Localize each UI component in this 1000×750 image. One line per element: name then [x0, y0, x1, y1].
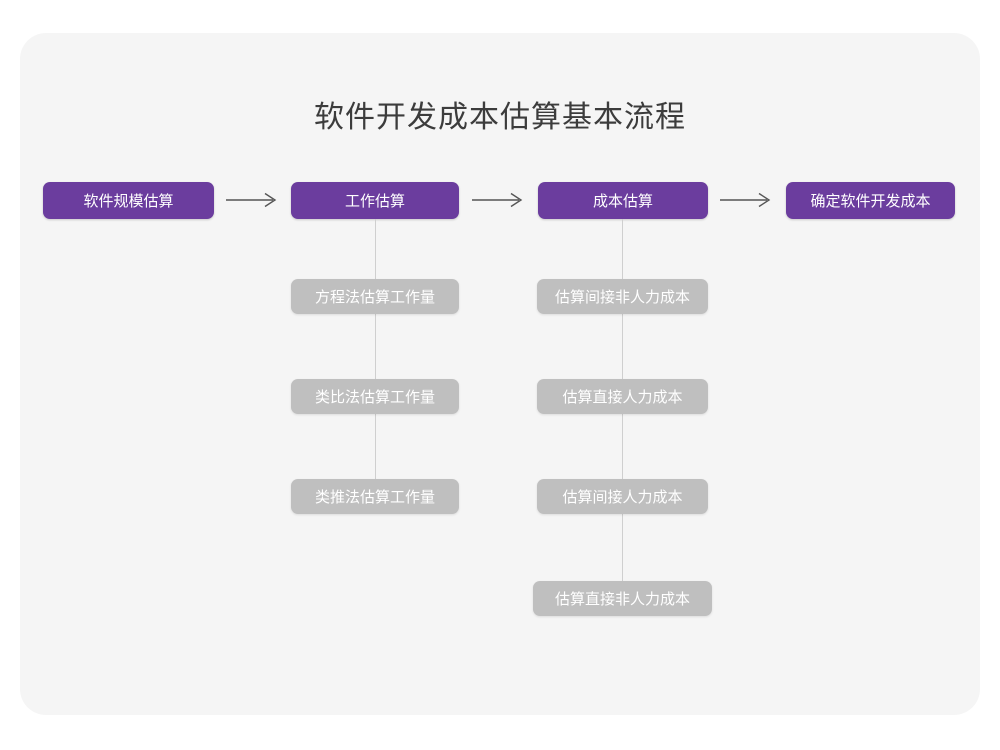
flow-node-determine-development-cost[interactable]: 确定软件开发成本: [786, 182, 955, 219]
branch-node-equation-method-workload[interactable]: 方程法估算工作量: [291, 279, 459, 314]
branch-node-analogy-method-workload[interactable]: 类比法估算工作量: [291, 379, 459, 414]
flow-arrow-3: [718, 190, 776, 210]
diagram-card: [20, 33, 980, 715]
flow-node-software-scale-estimation[interactable]: 软件规模估算: [43, 182, 214, 219]
branch-node-direct-labor-cost[interactable]: 估算直接人力成本: [537, 379, 708, 414]
branch-node-direct-nonlabor-cost[interactable]: 估算直接非人力成本: [533, 581, 712, 616]
page-title: 软件开发成本估算基本流程: [314, 100, 686, 135]
branch-node-indirect-nonlabor-cost[interactable]: 估算间接非人力成本: [537, 279, 708, 314]
branch-connector-work-estimation: [375, 219, 376, 481]
flow-arrow-1: [224, 190, 282, 210]
flow-arrow-2: [470, 190, 528, 210]
flow-node-cost-estimation[interactable]: 成本估算: [538, 182, 708, 219]
branch-node-inference-method-workload[interactable]: 类推法估算工作量: [291, 479, 459, 514]
flow-node-work-estimation[interactable]: 工作估算: [291, 182, 459, 219]
branch-node-indirect-labor-cost[interactable]: 估算间接人力成本: [537, 479, 708, 514]
